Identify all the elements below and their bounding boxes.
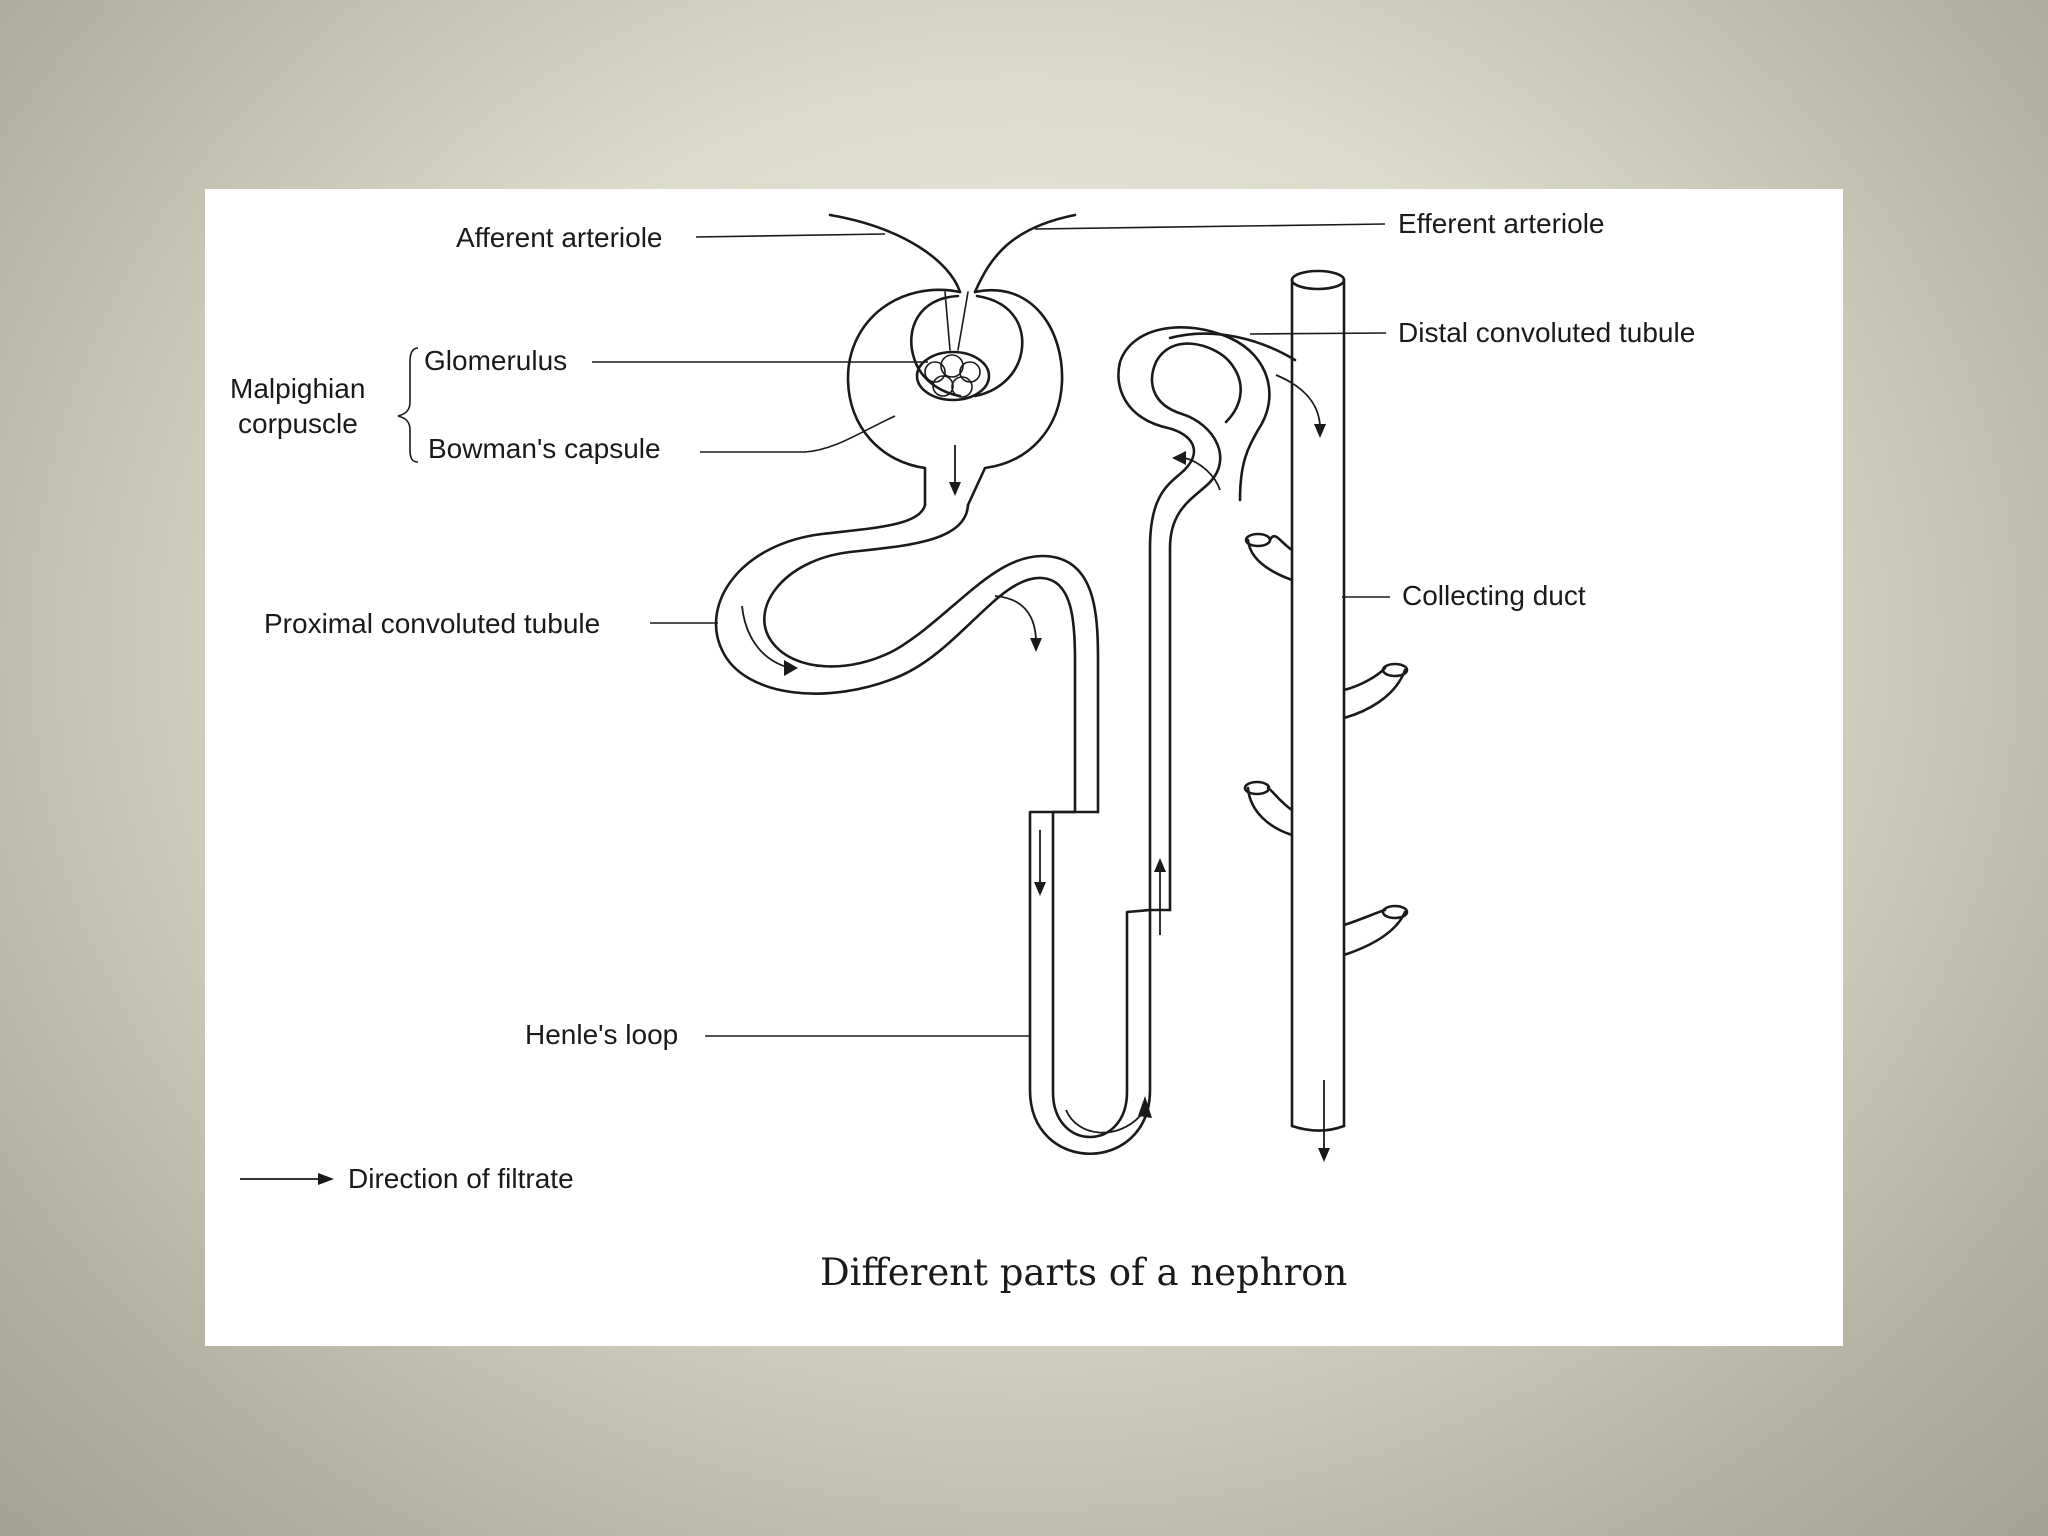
label-afferent-arteriole: Afferent arteriole	[456, 222, 663, 253]
label-collecting-duct: Collecting duct	[1402, 580, 1586, 611]
ascending-limb-outer	[1118, 327, 1269, 910]
label-bowmans-capsule: Bowman's capsule	[428, 433, 661, 464]
label-henles-loop: Henle's loop	[525, 1019, 678, 1050]
distal-tubule-join	[1170, 334, 1295, 360]
malpighian-bracket	[398, 348, 418, 462]
henle-loop-inner	[1053, 812, 1150, 1137]
afferent-arteriole	[830, 215, 1075, 292]
label-malpighian: Malpighian	[230, 373, 365, 404]
glomerulus	[917, 292, 989, 400]
label-efferent-arteriole: Efferent arteriole	[1398, 208, 1605, 239]
label-glomerulus: Glomerulus	[424, 345, 567, 376]
legend: Direction of filtrate	[240, 1163, 574, 1194]
label-distal-convoluted-tubule: Distal convoluted tubule	[1398, 317, 1695, 348]
figure-caption: Different parts of a nephron	[820, 1251, 1347, 1294]
label-proximal-convoluted-tubule: Proximal convoluted tubule	[264, 608, 600, 639]
label-corpuscle: corpuscle	[238, 408, 358, 439]
flow-arrows	[742, 375, 1330, 1162]
legend-label: Direction of filtrate	[348, 1163, 574, 1194]
leader-lines	[592, 224, 1390, 1036]
